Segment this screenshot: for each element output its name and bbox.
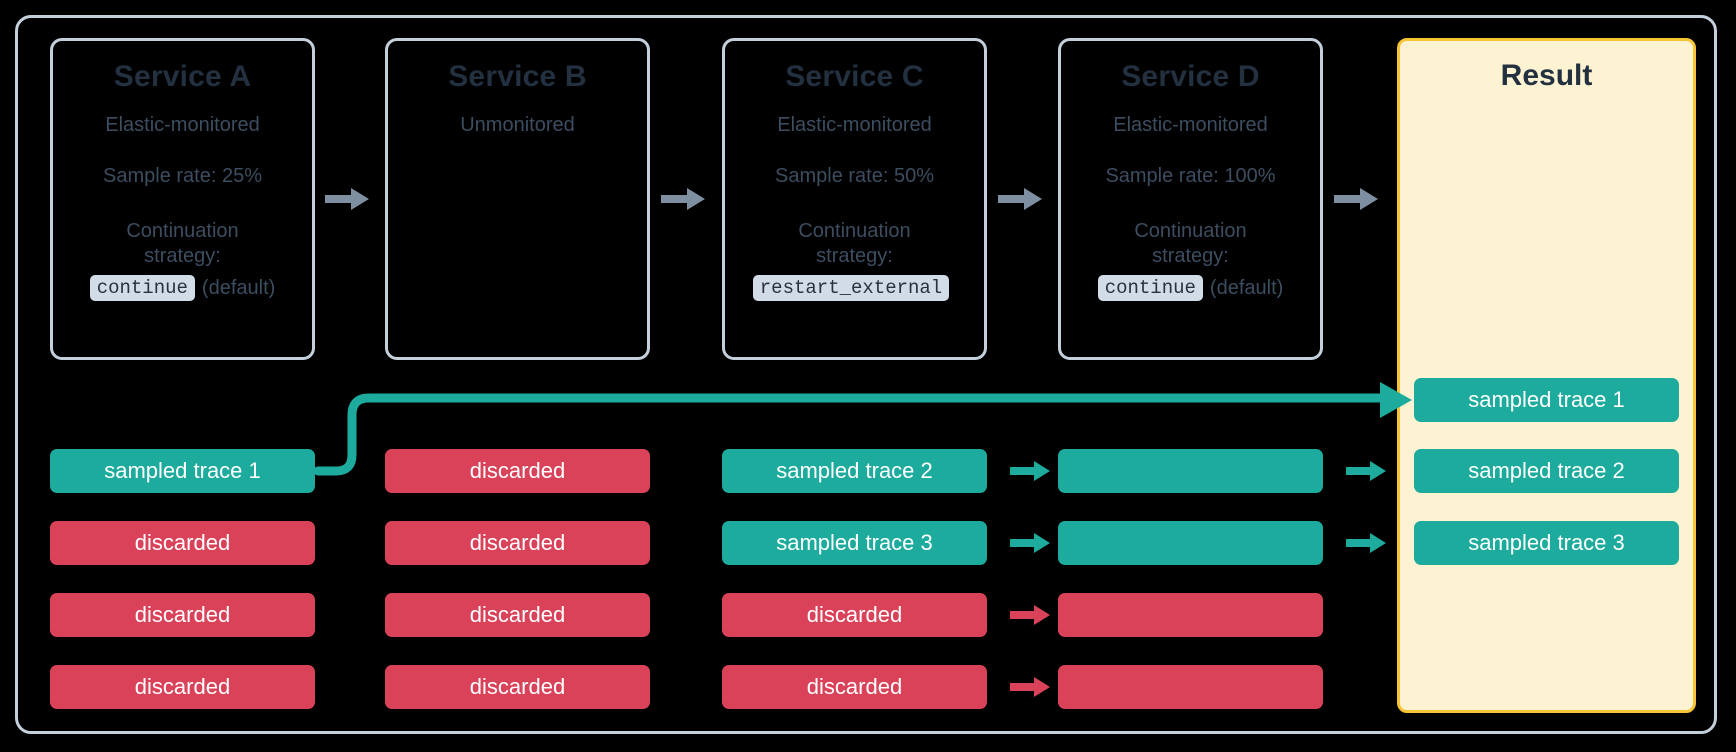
- service-sample-rate: Sample rate: 50%: [775, 165, 934, 187]
- trace-pill[interactable]: discarded: [385, 449, 650, 493]
- trace-pill[interactable]: discarded: [722, 665, 987, 709]
- strategy-default-note: (default): [1209, 276, 1284, 299]
- spacer: [1061, 138, 1320, 164]
- service-monitoring: Elastic-monitored: [105, 114, 260, 136]
- service-title: Service A: [113, 60, 252, 93]
- spacer: [53, 138, 312, 164]
- strategy-code-chip: continue: [89, 275, 195, 301]
- spacer: [53, 189, 312, 219]
- outer-frame: [15, 15, 1717, 734]
- flow-arrow-b-to-c-icon: [661, 188, 705, 210]
- trace-pill[interactable]: discarded: [722, 593, 987, 637]
- strategy-label-line2: strategy:: [816, 245, 893, 267]
- service-card-b[interactable]: Service B Unmonitored: [385, 38, 650, 360]
- trace-pill[interactable]: discarded: [385, 593, 650, 637]
- trace-pill[interactable]: discarded: [50, 593, 315, 637]
- result-trace-pill[interactable]: sampled trace 2: [1414, 449, 1679, 493]
- trace-pill[interactable]: discarded: [50, 521, 315, 565]
- service-sample-rate: Sample rate: 100%: [1105, 165, 1276, 187]
- spacer: [1061, 189, 1320, 219]
- service-monitoring: Elastic-monitored: [777, 114, 932, 136]
- service-sample-rate: Sample rate: 25%: [103, 165, 262, 187]
- trace-pill[interactable]: sampled trace 3: [722, 521, 987, 565]
- service-monitoring: Elastic-monitored: [1113, 114, 1268, 136]
- result-panel: Result: [1397, 38, 1696, 713]
- service-monitoring: Unmonitored: [460, 114, 575, 136]
- trace-arrow-c-to-d-icon: [1010, 533, 1050, 553]
- trace-pill[interactable]: [1058, 521, 1323, 565]
- trace-pill[interactable]: discarded: [385, 521, 650, 565]
- trace-pill[interactable]: sampled trace 1: [50, 449, 315, 493]
- strategy-value-row: continue (default): [53, 275, 312, 301]
- service-title: Service B: [448, 60, 587, 93]
- flow-arrow-c-to-d-icon: [998, 188, 1042, 210]
- strategy-label-line2: strategy:: [144, 245, 221, 267]
- result-trace-pill[interactable]: sampled trace 3: [1414, 521, 1679, 565]
- trace-arrow-c-to-d-icon: [1010, 677, 1050, 697]
- trace-pill[interactable]: [1058, 665, 1323, 709]
- trace-pill[interactable]: discarded: [50, 665, 315, 709]
- flow-arrow-d-to-result-icon: [1334, 188, 1378, 210]
- service-title: Service D: [1121, 60, 1260, 93]
- trace-pill[interactable]: [1058, 449, 1323, 493]
- spacer: [725, 189, 984, 219]
- trace-pill[interactable]: sampled trace 2: [722, 449, 987, 493]
- strategy-value-row: continue (default): [1061, 275, 1320, 301]
- trace-arrow-c-to-d-icon: [1010, 461, 1050, 481]
- strategy-code-chip: restart_external: [752, 275, 950, 301]
- service-card-c[interactable]: Service C Elastic-monitored Sample rate:…: [722, 38, 987, 360]
- trace-arrow-d-to-result-icon: [1346, 461, 1386, 481]
- strategy-label-line1: Continuation: [126, 220, 239, 242]
- strategy-default-note: (default): [201, 276, 276, 299]
- strategy-value-row: restart_external: [725, 275, 984, 301]
- service-card-d[interactable]: Service D Elastic-monitored Sample rate:…: [1058, 38, 1323, 360]
- flow-arrow-a-to-b-icon: [325, 188, 369, 210]
- service-title: Service C: [785, 60, 924, 93]
- strategy-code-chip: continue: [1097, 275, 1203, 301]
- result-trace-pill[interactable]: sampled trace 1: [1414, 378, 1679, 422]
- strategy-label-line2: strategy:: [1152, 245, 1229, 267]
- strategy-label-line1: Continuation: [798, 220, 911, 242]
- service-card-a[interactable]: Service A Elastic-monitored Sample rate:…: [50, 38, 315, 360]
- trace-pill[interactable]: [1058, 593, 1323, 637]
- trace-arrow-d-to-result-icon: [1346, 533, 1386, 553]
- trace-arrow-c-to-d-icon: [1010, 605, 1050, 625]
- trace-pill[interactable]: discarded: [385, 665, 650, 709]
- result-title: Result: [1500, 59, 1593, 92]
- spacer: [725, 138, 984, 164]
- strategy-label-line1: Continuation: [1134, 220, 1247, 242]
